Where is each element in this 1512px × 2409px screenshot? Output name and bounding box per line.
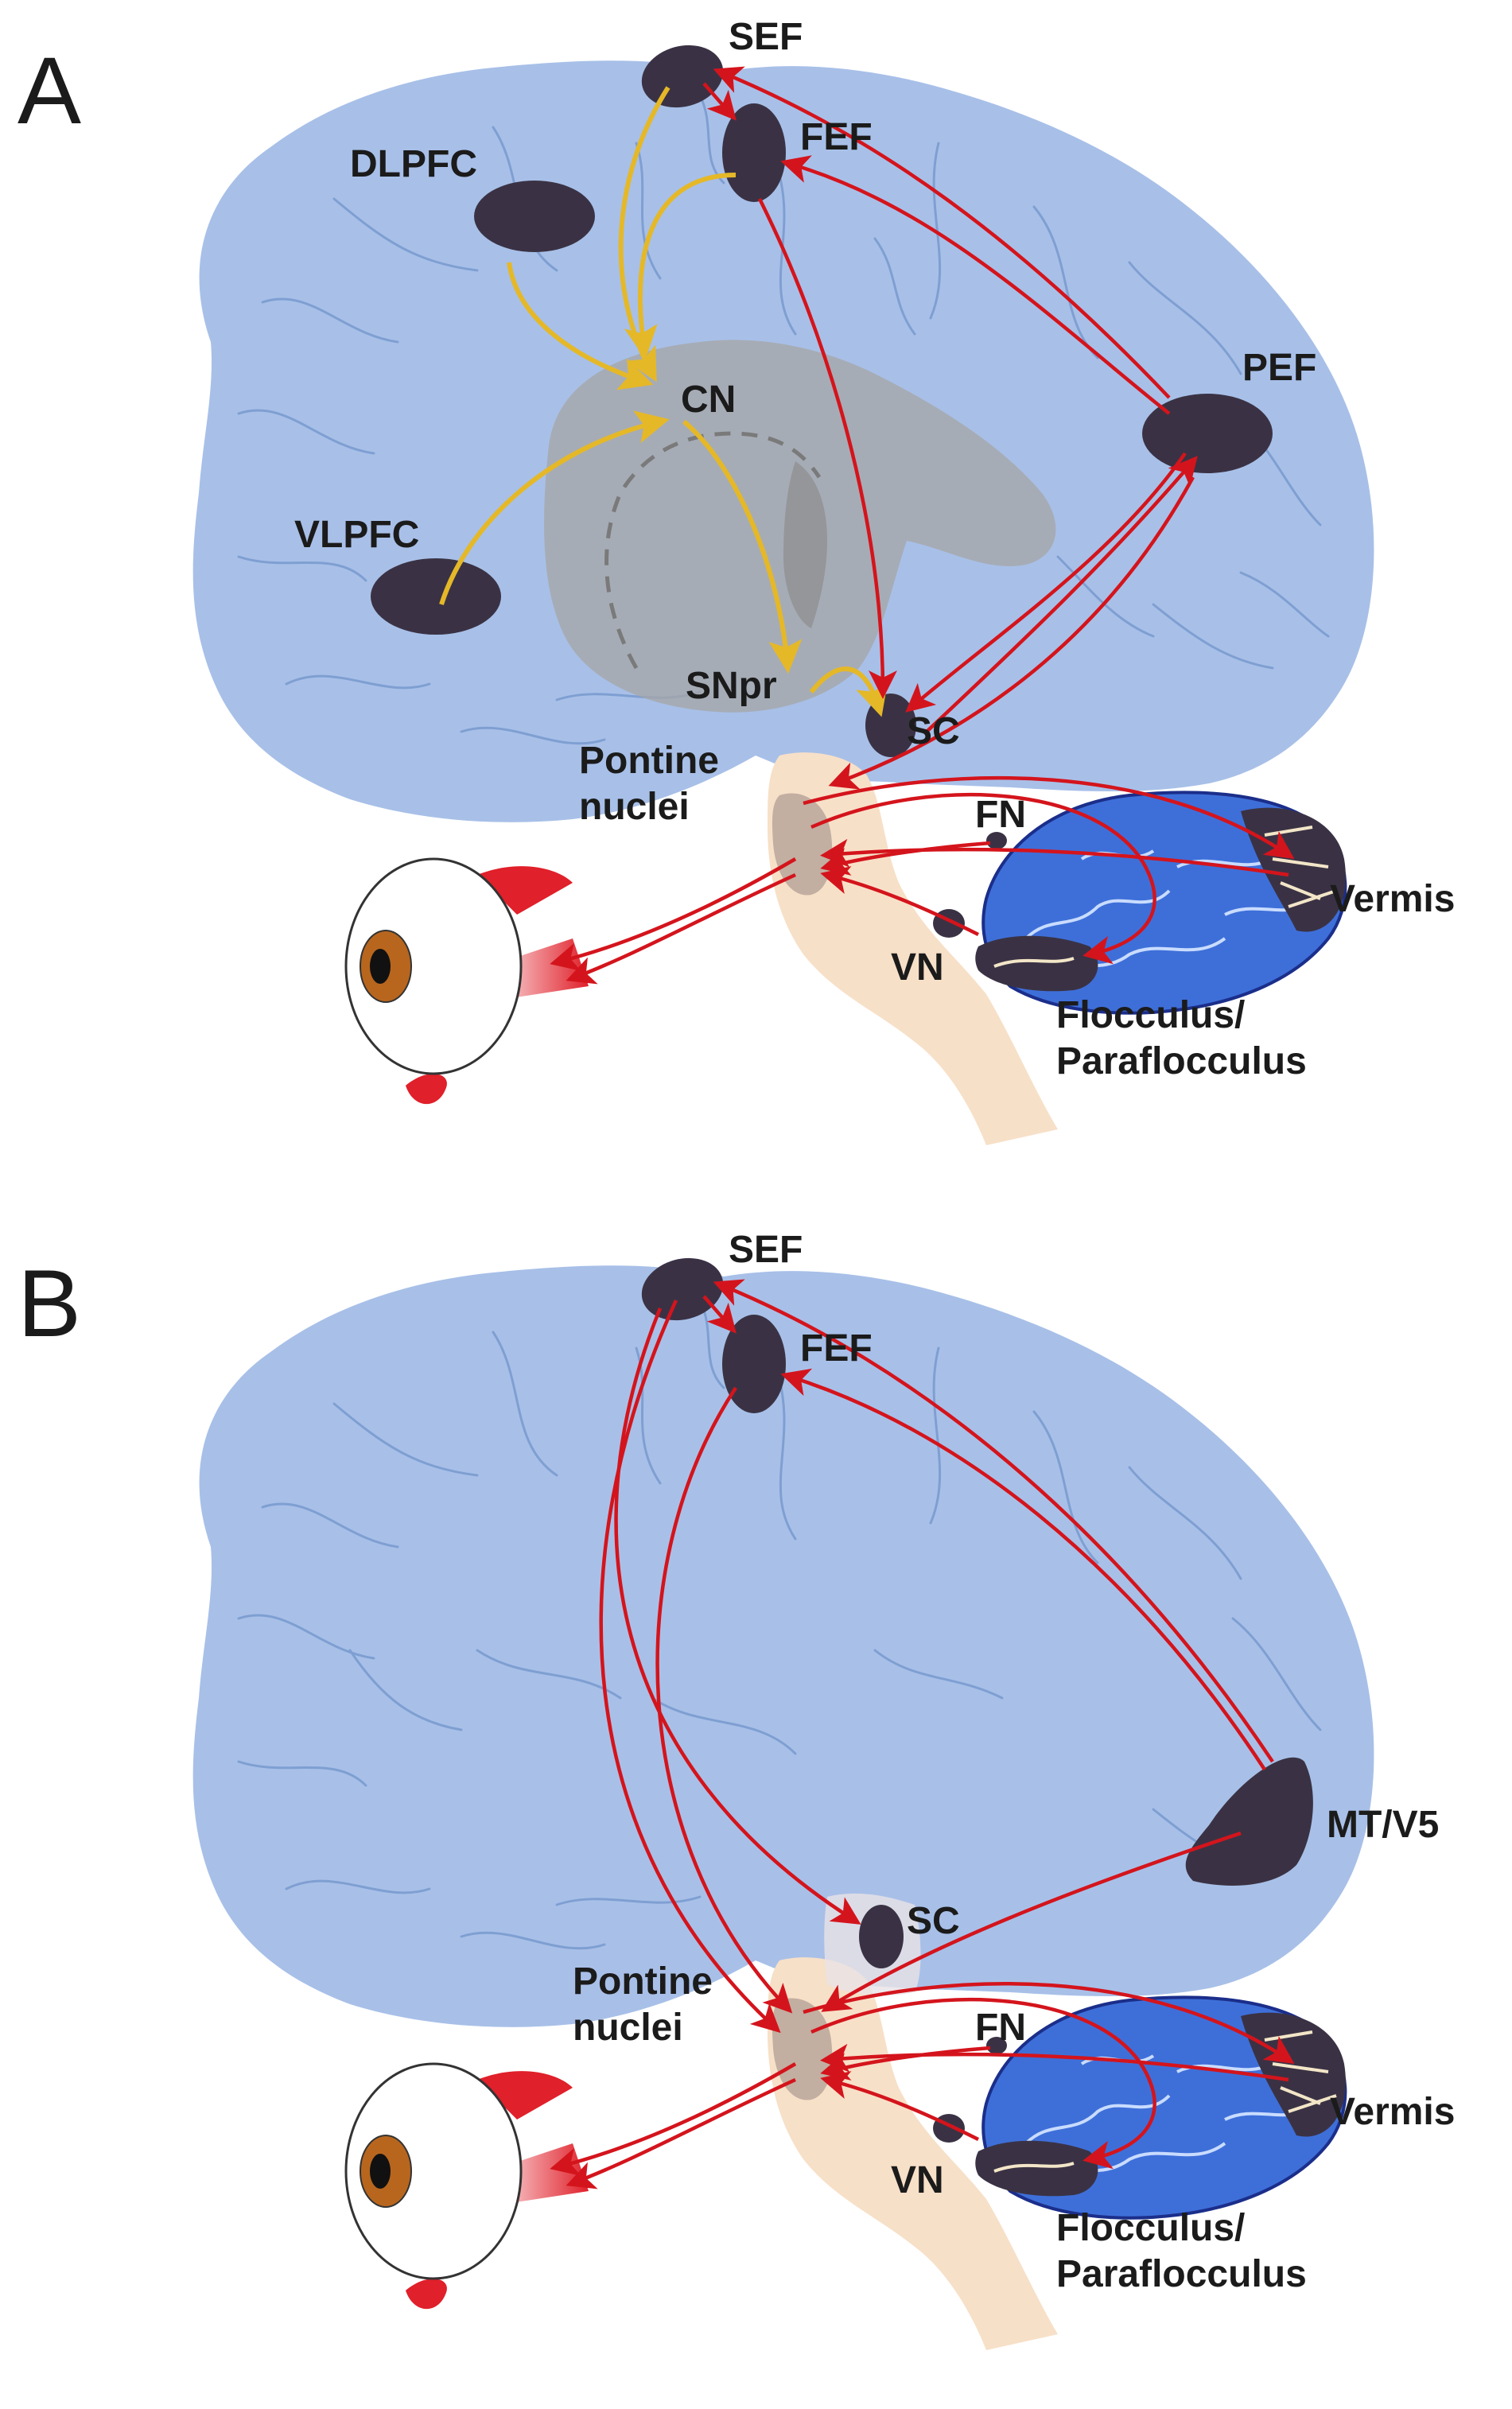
label-fef: FEF [800,1327,873,1370]
panel-letter: B [17,1250,81,1357]
label-sc: SC [907,1900,960,1942]
dlpfc-region [474,181,595,252]
panel-letter: A [17,37,81,144]
label-paraflocculus: Paraflocculus [1056,1040,1307,1082]
label-flocculus: Flocculus/ [1056,2207,1245,2249]
label-vermis: Vermis [1330,878,1455,920]
flocculus-region [975,935,1098,992]
label-sc: SC [907,710,960,752]
sef-region [641,45,724,108]
labels: SEF FEF DLPFC PEF CN VLPFC SNpr SC Ponti… [294,16,1455,1082]
panel-b-diagram: B [17,1229,1455,2350]
label-sef: SEF [729,16,803,58]
panel-a-diagram: A [17,16,1455,1145]
eye [344,857,589,1105]
labels: SEF FEF MT/V5 SC Pontine nuclei FN Vermi… [573,1229,1455,2295]
label-pontine: Pontine [573,1960,713,2003]
label-pef: PEF [1242,347,1316,389]
red-pathways [550,1279,1295,2189]
pontine-nuclei-area [772,793,833,896]
red-pathways [550,66,1295,985]
pontine-nuclei-area [772,1998,833,2100]
flocculus-region [975,2140,1098,2197]
eye [344,2062,589,2310]
sef-region [641,1257,724,1321]
pef-region [1142,394,1273,473]
label-sef: SEF [729,1229,803,1271]
label-paraflocculus: Paraflocculus [1056,2253,1307,2295]
yellow-pathways [439,86,888,717]
label-cn: CN [681,379,736,421]
fef-region [722,103,786,202]
sc-region [859,1905,904,1968]
label-vn: VN [891,2159,944,2201]
mtv5-region [1185,1757,1313,1886]
vlpfc-region [371,558,501,635]
label-nuclei: nuclei [579,786,690,828]
cerebrum [192,1265,1374,2027]
flocculus-folia [993,2162,1075,2173]
panel-a: A [0,0,1512,1201]
label-vn: VN [891,946,944,989]
label-mtv5: MT/V5 [1327,1804,1439,1846]
label-nuclei: nuclei [573,2007,683,2049]
label-flocculus: Flocculus/ [1056,994,1245,1036]
label-fn: FN [975,2007,1026,2049]
label-vlpfc: VLPFC [294,514,419,556]
label-snpr: SNpr [686,665,777,707]
label-pontine: Pontine [579,740,719,782]
label-fn: FN [975,794,1026,836]
flocculus-folia [993,957,1075,968]
panel-b: B [0,1205,1512,2406]
fn-nucleus [986,832,1007,849]
fn-nucleus [986,2037,1007,2054]
label-fef: FEF [800,116,873,158]
fef-region [722,1315,786,1413]
caudate-outline [604,431,822,670]
label-dlpfc: DLPFC [350,143,477,185]
label-vermis: Vermis [1330,2091,1455,2133]
thalamus [783,461,827,628]
